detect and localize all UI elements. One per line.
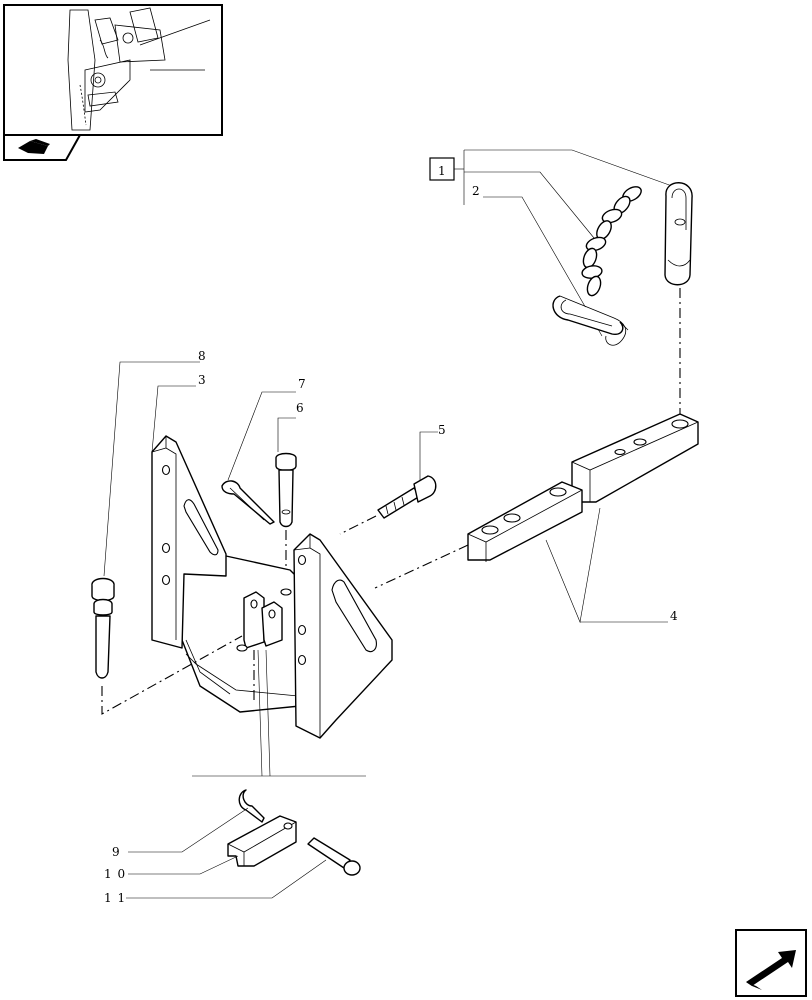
leader-1-to-chain	[464, 171, 595, 239]
lynch-pin	[552, 295, 629, 346]
label-item-9: 9	[112, 845, 121, 859]
label-item-10: 1 0	[104, 867, 126, 881]
centerline-drawbar-to-bracket	[374, 544, 469, 589]
cotter-pin	[221, 480, 275, 525]
label-item-11: 1 1	[104, 891, 126, 905]
label-item-7: 7	[298, 377, 307, 391]
drawbar-front	[467, 481, 583, 562]
label-item-8: 8	[198, 349, 207, 363]
drawbar-rear	[571, 413, 699, 503]
book-icon	[18, 139, 50, 154]
label-item-3: 3	[198, 373, 207, 387]
label-item-6: 6	[296, 401, 305, 415]
thumbnail-overview[interactable]	[3, 4, 223, 161]
headed-pin	[275, 452, 297, 528]
latch-pin	[307, 837, 361, 876]
drawbar-bracket	[151, 435, 393, 739]
leader-1-to-clevis-pin	[464, 149, 673, 187]
leader-2-to-lynch-pin	[483, 196, 603, 337]
centerline-pin-to-bracket	[101, 635, 243, 715]
bolt	[377, 475, 437, 519]
hitch-pin	[91, 577, 115, 679]
label-item-4: 4	[670, 609, 679, 623]
label-item-5: 5	[438, 423, 447, 437]
label-item-1: 1	[438, 164, 447, 178]
r-clip	[238, 789, 265, 823]
latch-block	[227, 815, 297, 867]
clevis-pin-with-ring	[664, 182, 693, 286]
next-page-arrow-icon[interactable]	[735, 929, 807, 997]
chain	[581, 186, 642, 297]
thumbnail-illustration	[67, 7, 211, 131]
label-item-2: 2	[472, 184, 481, 198]
